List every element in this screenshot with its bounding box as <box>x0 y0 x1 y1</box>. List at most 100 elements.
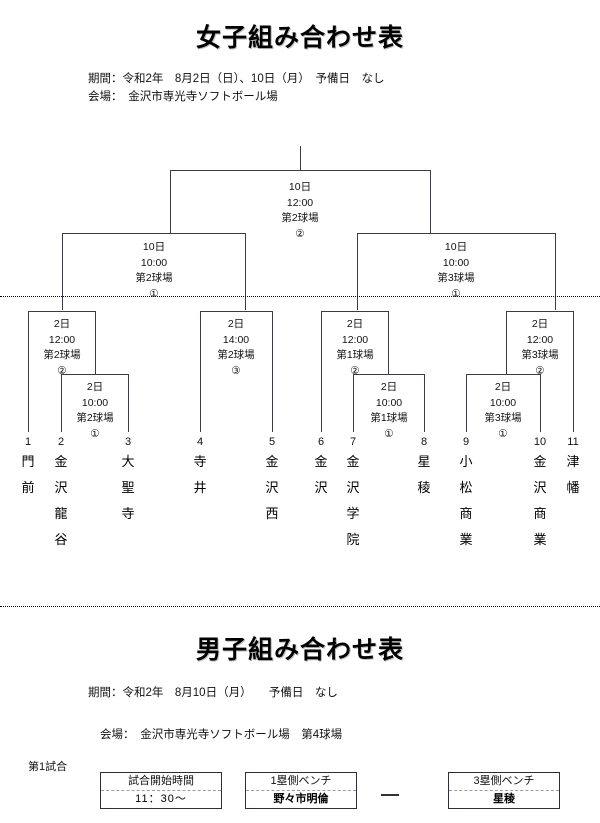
team-entry-5: 5 金 沢 西 <box>259 436 285 527</box>
team-entry-2: 2 金 沢 龍 谷 <box>48 436 74 553</box>
match-q3-connector-horizontal <box>321 311 388 312</box>
team-seed-10: 10 <box>533 436 547 448</box>
match-semi-left-date: 10日 <box>142 241 166 253</box>
team-entry-6: 6 金 沢 <box>308 436 334 501</box>
match-semi-right-time: 10:00 <box>442 256 470 269</box>
match-q1-connector-horizontal <box>28 311 95 312</box>
team-seed-1: 1 <box>24 436 32 448</box>
match-q4-drop-right <box>573 311 574 432</box>
semi-left-connector-horizontal <box>62 233 245 234</box>
section-separator <box>0 606 600 607</box>
match-r1-mid-drop-right <box>424 374 425 432</box>
team-seed-5: 5 <box>268 436 276 448</box>
match-r1-mid-drop-left <box>353 374 354 432</box>
match-r1-mid-connector-horizontal <box>353 374 424 375</box>
match-q1-time: 12:00 <box>48 333 76 346</box>
third-base-bench-table: 3塁側ベンチ 星稜 <box>448 772 560 809</box>
match-final-time: 12:00 <box>286 196 314 209</box>
team-name-11: 津 幡 <box>566 454 580 495</box>
team-seed-2: 2 <box>57 436 65 448</box>
versus-dash <box>381 794 399 796</box>
mens-venue-line: 会場： 金沢市専光寺ソフトボール場 第4球場 <box>100 729 343 741</box>
match-start-time-table: 試合開始時間 11：30～ <box>100 772 222 809</box>
match-semi-left-field: 第2球場 <box>135 272 173 284</box>
match-q1-drop-left <box>28 311 29 432</box>
womens-bracket: 10日 12:00 第2球場 ② 10日 10:00 第2球場 ① 10日 10… <box>0 146 600 553</box>
match-r1-left-drop-right <box>128 374 129 432</box>
semi-right-connector-horizontal <box>357 233 555 234</box>
team-entry-4: 4 寺 井 <box>187 436 213 501</box>
match-semi-right-date: 10日 <box>444 241 468 253</box>
match-r1-right-number: ① <box>498 427 508 440</box>
match-q1-field: 第2球場 <box>43 349 81 361</box>
team-name-9: 小 松 商 業 <box>459 454 473 547</box>
match-r1-right-drop-left <box>466 374 467 432</box>
match-semi-left-time: 10:00 <box>140 256 168 269</box>
champion-stem <box>300 146 301 170</box>
team-name-5: 金 沢 西 <box>265 454 279 521</box>
match-final-field: 第2球場 <box>281 212 319 224</box>
match-q2-number: ③ <box>231 364 241 377</box>
match-final-number: ② <box>295 227 305 240</box>
match-semi-left: 10日 10:00 第2球場 ① <box>94 240 214 302</box>
match-r1-left-time: 10:00 <box>81 396 109 409</box>
team-name-8: 星 稜 <box>417 454 431 495</box>
match-q2-connector-horizontal <box>200 311 272 312</box>
team-entry-9: 9 小 松 商 業 <box>453 436 479 553</box>
match-semi-left-number: ① <box>149 287 159 300</box>
match-q2: 2日 14:00 第2球場 ③ <box>176 317 296 379</box>
match-q4: 2日 12:00 第3球場 ② <box>480 317 600 379</box>
team-entry-8: 8 星 稜 <box>411 436 437 501</box>
team-seed-3: 3 <box>124 436 132 448</box>
match-r1-mid-date: 2日 <box>380 381 398 393</box>
first-base-bench-table: 1塁側ベンチ 野々市明倫 <box>245 772 357 809</box>
match-q3: 2日 12:00 第1球場 ② <box>295 317 415 379</box>
team-entry-10: 10 金 沢 商 業 <box>527 436 553 553</box>
team-entry-11: 11 津 幡 <box>560 436 586 501</box>
final-left-drop <box>170 170 171 233</box>
team-name-4: 寺 井 <box>193 454 207 495</box>
match-r1-left-date: 2日 <box>86 381 104 393</box>
team-seed-9: 9 <box>462 436 470 448</box>
team-seed-6: 6 <box>317 436 325 448</box>
team-name-6: 金 沢 <box>314 454 328 495</box>
match-r1-right-drop-right <box>540 374 541 432</box>
match-q1-date: 2日 <box>53 318 71 330</box>
match-q3-field: 第1球場 <box>336 349 374 361</box>
match-q2-time: 14:00 <box>222 333 250 346</box>
third-base-team: 星稜 <box>493 793 515 805</box>
match-r1-right-connector-horizontal <box>466 374 540 375</box>
match-q3-date: 2日 <box>346 318 364 330</box>
match-r1-right-field: 第3球場 <box>484 412 522 424</box>
match-r1-right-time: 10:00 <box>489 396 517 409</box>
match-q4-field: 第3球場 <box>521 349 559 361</box>
start-time-value: 11：30～ <box>135 793 187 805</box>
team-seed-11: 11 <box>567 436 579 448</box>
womens-period-line: 期間：令和2年 8月2日（日）、10日（月） 予備日 なし <box>88 73 385 85</box>
semi-left-drop-right <box>245 233 246 310</box>
team-seed-7: 7 <box>349 436 357 448</box>
semi-right-drop-right <box>555 233 556 310</box>
match-q1: 2日 12:00 第2球場 ② <box>2 317 122 379</box>
mens-page-title: 男子組み合わせ表 <box>195 636 404 664</box>
match-final: 10日 12:00 第2球場 ② <box>240 180 360 242</box>
match-q4-date: 2日 <box>531 318 549 330</box>
bracket-day-separator <box>0 296 600 297</box>
match-q2-field: 第2球場 <box>217 349 255 361</box>
team-name-3: 大 聖 寺 <box>121 454 135 521</box>
match-r1-left-drop-left <box>61 374 62 432</box>
match-r1-left-connector-horizontal <box>61 374 128 375</box>
start-time-header: 試合開始時間 <box>101 773 221 791</box>
third-base-header: 3塁側ベンチ <box>449 773 559 791</box>
womens-page-title: 女子組み合わせ表 <box>195 24 404 52</box>
match-semi-right: 10日 10:00 第3球場 ① <box>396 240 516 302</box>
match-q1-drop-right <box>95 311 96 374</box>
match-q2-drop-right <box>272 311 273 432</box>
match-r1-left-number: ① <box>90 427 100 440</box>
match-q4-time: 12:00 <box>526 333 554 346</box>
semi-left-drop-left <box>62 233 63 310</box>
team-name-2: 金 沢 龍 谷 <box>54 454 68 547</box>
match-semi-right-field: 第3球場 <box>437 272 475 284</box>
match-q4-drop-left <box>506 311 507 374</box>
match-final-date: 10日 <box>288 181 312 193</box>
